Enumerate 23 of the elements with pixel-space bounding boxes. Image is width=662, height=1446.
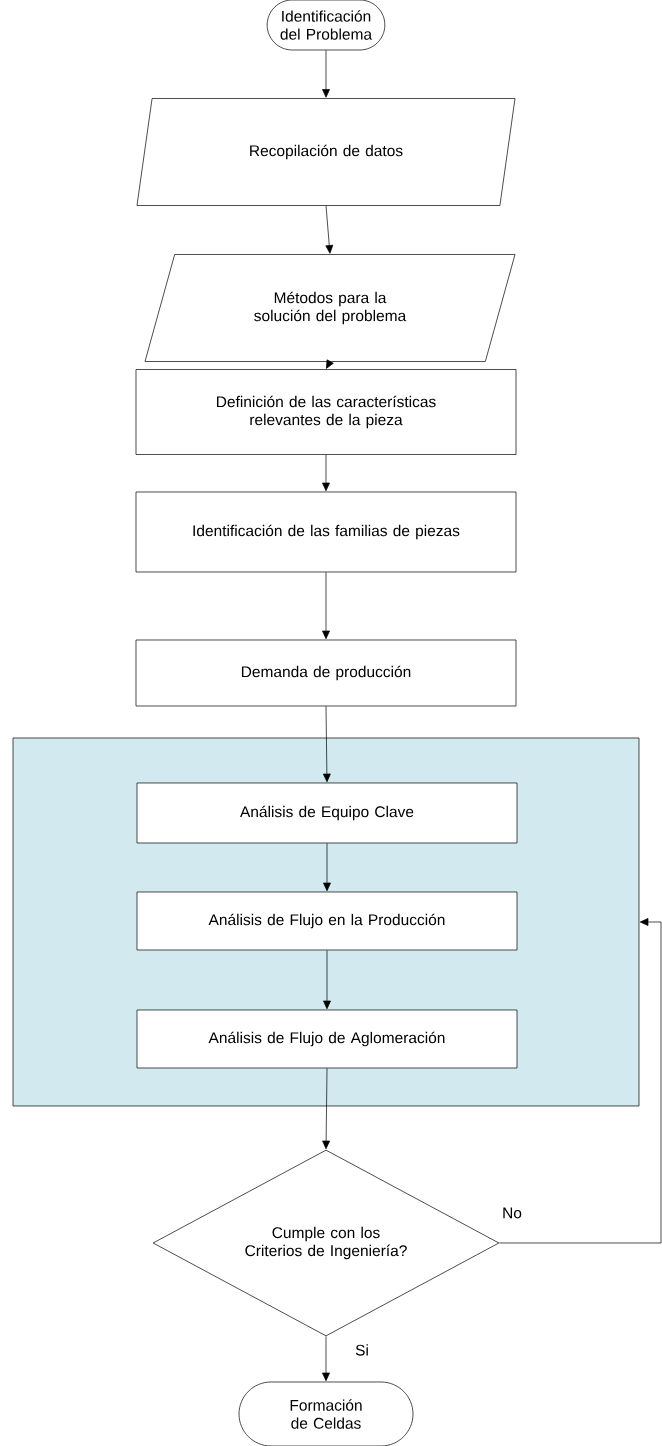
arrow: [326, 359, 334, 369]
arrow: [322, 572, 330, 640]
arrow: [325, 205, 334, 254]
data-parallelogram: Métodos para la solución del problema: [144, 254, 516, 362]
process-box: Análisis de Equipo Clave: [136, 782, 518, 844]
arrow: [323, 843, 331, 892]
start-terminator: Identificación del Problema: [266, 0, 386, 51]
end-terminator: Formación de Celdas: [238, 1381, 414, 1446]
process-box: Demanda de producción: [135, 639, 517, 707]
arrow: [322, 1336, 330, 1382]
arrow: [322, 454, 330, 492]
arrow: [322, 50, 330, 98]
arrow: [323, 706, 331, 783]
data-parallelogram: Recopilación de datos: [136, 98, 516, 206]
arrow: [322, 1068, 330, 1150]
process-box: Identificación de las familias de piezas: [135, 491, 517, 573]
process-box: Definición de las características relevantes de la pieza: [135, 369, 517, 455]
edge-label: Si: [354, 1343, 370, 1357]
arrow: [323, 950, 331, 1010]
process-box: Análisis de Flujo de Aglomeración: [136, 1009, 518, 1069]
arrow: [499, 918, 662, 1244]
process-box: Análisis de Flujo en la Producción: [136, 891, 518, 951]
edge-label: No: [501, 1206, 523, 1220]
